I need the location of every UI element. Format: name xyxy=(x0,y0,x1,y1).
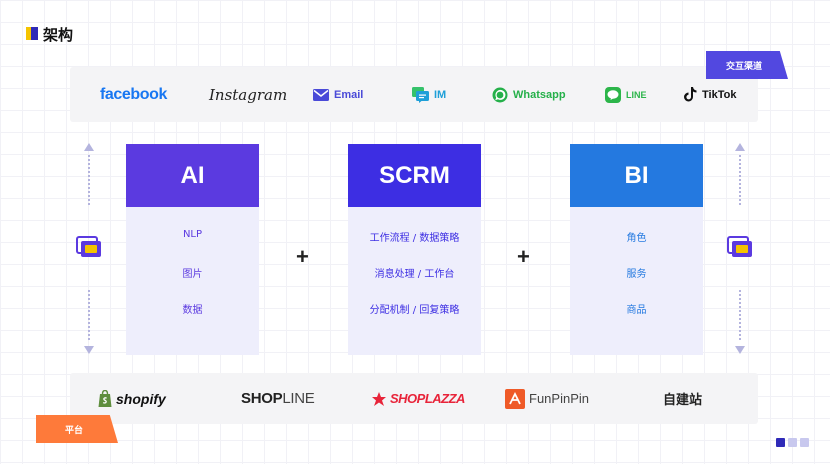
whatsapp-label: Whatsapp xyxy=(513,88,566,101)
plus-sign: + xyxy=(517,244,530,269)
instagram-wordmark: Instagram xyxy=(209,85,288,104)
page-dot[interactable] xyxy=(788,438,797,447)
platform-funpinpin[interactable]: FunPinPin xyxy=(505,373,589,424)
platform-flow-icon xyxy=(727,236,752,257)
chat-icon xyxy=(412,86,429,103)
dotted-line xyxy=(88,155,90,205)
channel-im[interactable]: IM xyxy=(412,67,446,122)
email-label: Email xyxy=(334,88,364,101)
arrow-down-icon xyxy=(84,346,94,354)
shopline-wordmark-light: LINE xyxy=(282,390,315,407)
shoplazza-icon xyxy=(372,391,386,406)
line-label: LINE xyxy=(626,89,647,100)
im-label: IM xyxy=(434,88,447,101)
dotted-line xyxy=(88,290,90,340)
page-dot[interactable] xyxy=(800,438,809,447)
page-title: 架构 xyxy=(43,26,74,44)
dotted-line xyxy=(739,290,741,340)
selfsite-label: 自建站 xyxy=(663,393,703,408)
funpinpin-icon xyxy=(505,388,525,409)
channel-email[interactable]: Email xyxy=(313,67,363,122)
module-ai-item: 图片 xyxy=(182,269,203,280)
platform-shopline[interactable]: SHOP LINE xyxy=(241,373,315,424)
module-bi-item: 商品 xyxy=(626,305,647,316)
platform-selfsite[interactable]: 自建站 xyxy=(663,373,702,424)
platform-tag: 平台 xyxy=(36,415,118,443)
module-bi-body: 角色 服务 商品 xyxy=(570,207,703,355)
module-scrm: SCRM 工作流程 / 数据策略 消息处理 / 工作台 分配机制 / 回复策略 xyxy=(348,144,481,355)
line-icon xyxy=(605,86,621,103)
dotted-line xyxy=(739,155,741,205)
email-icon xyxy=(313,88,329,101)
module-scrm-item: 分配机制 / 回复策略 xyxy=(369,305,460,316)
module-bi: BI 角色 服务 商品 xyxy=(570,144,703,355)
module-scrm-item: 工作流程 / 数据策略 xyxy=(369,233,460,244)
facebook-wordmark: facebook xyxy=(100,85,168,103)
shopify-bag-icon xyxy=(98,390,112,407)
title-mark xyxy=(26,27,38,40)
plus-sign: + xyxy=(296,244,309,269)
module-ai-title: AI xyxy=(126,144,259,207)
module-scrm-title: SCRM xyxy=(348,144,481,207)
module-bi-item: 角色 xyxy=(626,233,647,244)
title-mark-blue xyxy=(31,27,38,40)
shopify-wordmark: shopify xyxy=(116,390,166,407)
channel-whatsapp[interactable]: Whatsapp xyxy=(492,67,566,122)
title-mark-yellow xyxy=(26,27,31,40)
module-scrm-body: 工作流程 / 数据策略 消息处理 / 工作台 分配机制 / 回复策略 xyxy=(348,207,481,355)
funpinpin-wordmark: FunPinPin xyxy=(529,391,589,406)
arrow-down-icon xyxy=(735,346,745,354)
arrow-up-icon xyxy=(84,143,94,151)
module-ai: AI NLP 图片 数据 xyxy=(126,144,259,355)
tiktok-icon xyxy=(684,87,697,102)
channel-tiktok[interactable]: TikTok xyxy=(684,67,736,122)
channel-line[interactable]: LINE xyxy=(605,67,647,122)
module-ai-item: 数据 xyxy=(182,305,203,316)
whatsapp-icon xyxy=(492,87,508,102)
module-bi-title: BI xyxy=(570,144,703,207)
channel-facebook[interactable]: facebook xyxy=(100,67,167,122)
platform-shoplazza[interactable]: SHOPLAZZA xyxy=(372,373,465,424)
tiktok-label: TikTok xyxy=(702,88,737,101)
channel-flow-icon xyxy=(76,236,101,257)
module-scrm-item: 消息处理 / 工作台 xyxy=(374,269,455,280)
shopline-wordmark-bold: SHOP xyxy=(241,390,283,407)
module-ai-item: NLP xyxy=(182,229,203,240)
channel-bar: facebook Instagram Email IM Whatsapp xyxy=(70,67,758,122)
page-dot[interactable] xyxy=(776,438,785,447)
arrow-up-icon xyxy=(735,143,745,151)
module-ai-body: NLP 图片 数据 xyxy=(126,207,259,355)
channel-tag: 交互渠道 xyxy=(706,51,788,79)
platform-shopify[interactable]: shopify xyxy=(98,373,166,424)
module-bi-item: 服务 xyxy=(626,269,647,280)
page-indicator[interactable] xyxy=(776,438,809,447)
platform-bar: shopify SHOP LINE SHOPLAZZA FunPinPin 自建… xyxy=(70,373,758,424)
shoplazza-wordmark: SHOPLAZZA xyxy=(390,391,465,406)
channel-instagram[interactable]: Instagram xyxy=(209,67,287,122)
